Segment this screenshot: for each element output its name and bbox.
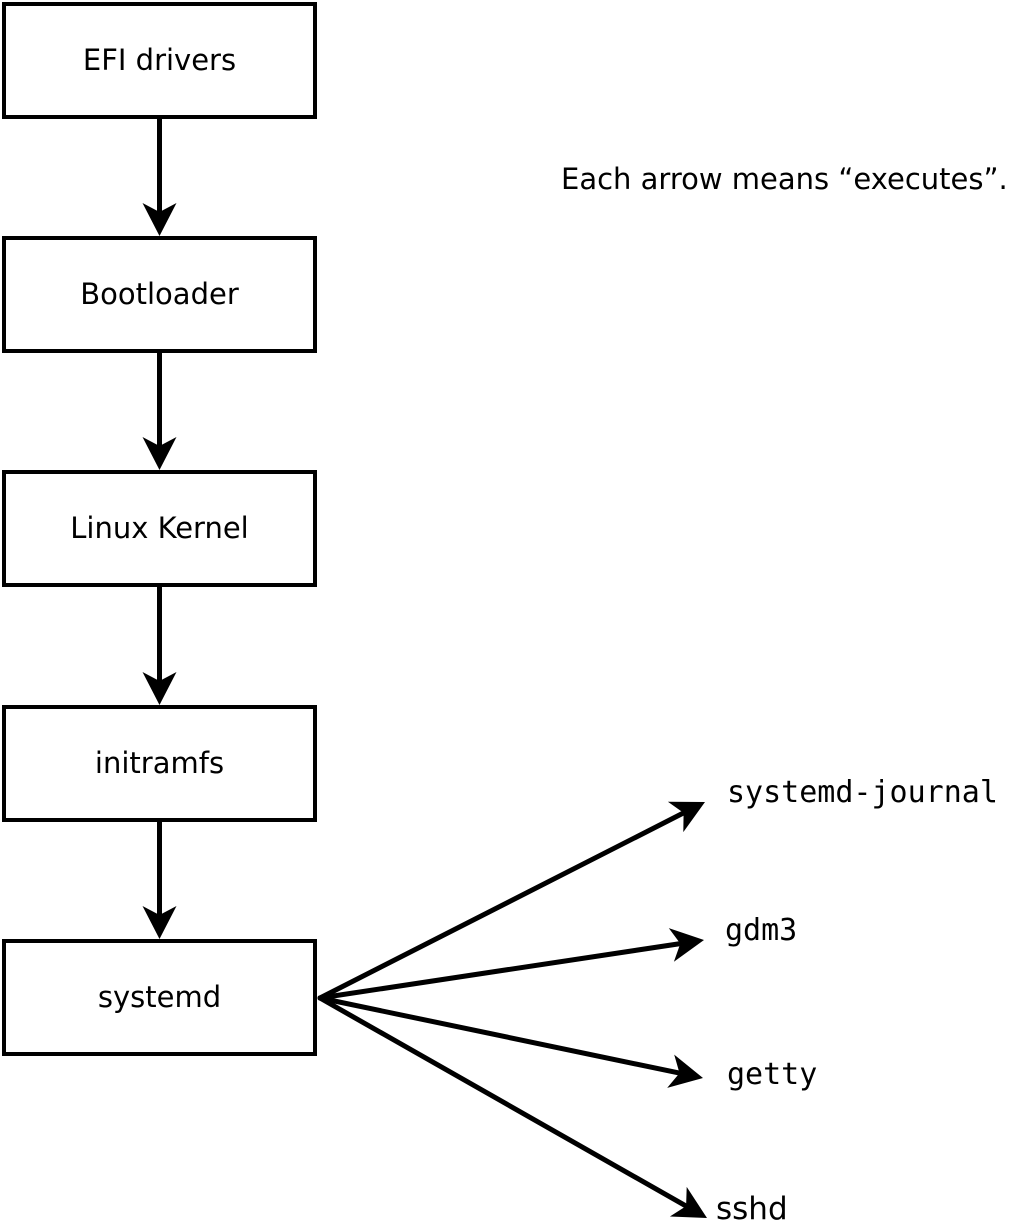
leaf-label-getty: getty [727,1057,818,1092]
node-efi-drivers-label: EFI drivers [82,43,237,77]
arrow-systemd-to-gdm3 [317,928,704,1001]
caption: Each arrow means “executes”. [561,162,1008,196]
arrow-initramfs-to-systemd [142,819,177,939]
arrow-efi-to-bootloader [142,116,177,236]
arrow-bootloader-to-kernel [142,350,177,470]
node-systemd-label: systemd [97,980,222,1014]
node-linux-kernel: Linux Kernel [2,470,317,587]
arrow-systemd-to-sshd [317,995,707,1218]
leaf-label-sshd: sshd [716,1191,788,1227]
node-bootloader-label: Bootloader [80,277,239,311]
node-initramfs-label: initramfs [94,746,225,780]
leaf-label-systemd-journal: systemd-journal [727,775,998,810]
arrow-kernel-to-initramfs [142,584,177,705]
node-linux-kernel-label: Linux Kernel [70,511,249,545]
node-bootloader: Bootloader [2,236,317,353]
node-efi-drivers: EFI drivers [2,2,317,119]
arrow-systemd-to-getty [317,995,703,1088]
node-initramfs: initramfs [2,705,317,822]
arrow-systemd-to-journal [317,801,705,1001]
node-systemd: systemd [2,939,317,1056]
leaf-label-gdm3: gdm3 [725,913,798,948]
